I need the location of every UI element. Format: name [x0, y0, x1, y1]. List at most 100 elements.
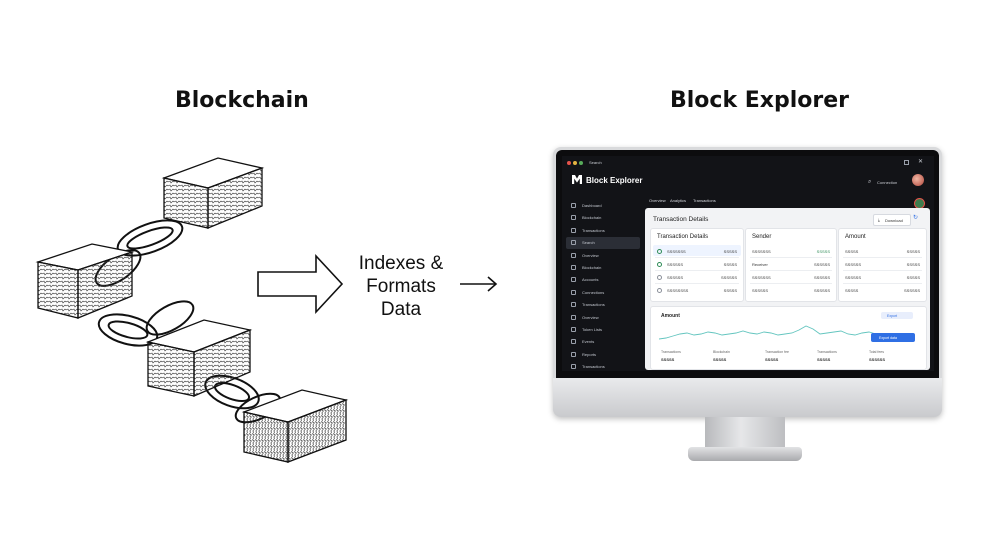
sidebar-item-4[interactable]: Overview: [566, 250, 640, 262]
list-icon: [571, 227, 576, 233]
card-cell-key: SSSSS: [845, 288, 859, 293]
card-cell-value: SSSSS: [906, 262, 920, 267]
sidebar-item-label: Blockchain: [582, 215, 602, 221]
card-cell-value: SSSSS: [723, 288, 737, 293]
footer-value: SSSSS: [713, 357, 727, 362]
tab-analytics[interactable]: Analytics: [670, 198, 687, 203]
sidebar-item-label: Search: [582, 240, 595, 246]
user-icon: [571, 277, 576, 283]
small-arrow-icon: [460, 276, 498, 292]
sidebar-item-6[interactable]: Accounts: [566, 274, 640, 286]
footer-label: Transactions: [661, 350, 681, 354]
footer-label: Total fees: [869, 350, 884, 354]
blockchain-title: Blockchain: [175, 88, 309, 113]
cube-icon: [571, 215, 576, 221]
search-icon: [571, 240, 576, 246]
maximize-dot[interactable]: [579, 161, 583, 165]
minimize-dot[interactable]: [573, 161, 577, 165]
card-cell-key: SSSSSSS: [667, 249, 686, 254]
user-name: Connection: [877, 180, 898, 185]
check-circle-icon: [657, 261, 662, 267]
card-cell-key: SSSSS: [845, 249, 859, 254]
grid-icon: [571, 314, 576, 320]
sidebar-item-9[interactable]: Overview: [566, 312, 640, 324]
block-explorer-title: Block Explorer: [670, 88, 849, 113]
card-cell-value: SSSSSS: [903, 288, 920, 293]
card-cell-key: SSSSSS: [845, 275, 862, 280]
chart-title: Amount: [661, 313, 680, 319]
refresh-icon[interactable]: ↻: [913, 215, 919, 221]
download-label: Download: [885, 218, 903, 223]
footer-label: Transaction fee: [765, 350, 789, 354]
chain-links: [94, 219, 282, 424]
card-cell-key: SSSSSSSS: [667, 288, 689, 293]
block-4: [241, 389, 349, 463]
block-3: [145, 319, 253, 397]
cube-icon: [571, 265, 576, 270]
sidebar-item-2[interactable]: Transactions: [566, 225, 640, 237]
chart-export-label: Export: [887, 313, 898, 318]
row-divider: [750, 283, 832, 284]
search-icon[interactable]: ⌕: [868, 179, 872, 185]
card-cell-value: SSSSSS: [813, 262, 830, 267]
card-cell-key: SSSSSS: [667, 262, 684, 267]
footer-value: SSSSS: [817, 357, 831, 362]
sidebar-item-13[interactable]: Transactions: [566, 361, 640, 371]
hollow-arrow-icon: [257, 253, 344, 315]
sidebar-item-3[interactable]: Search: [566, 237, 640, 250]
card-cell-value: SSSSS: [723, 249, 737, 254]
sidebar-item-label: Token Lists: [582, 327, 603, 332]
tab-overview[interactable]: Overview: [649, 198, 666, 203]
row-divider: [655, 270, 739, 271]
footer-label: Transactions: [817, 350, 837, 354]
card-cell-value: SSSSS: [906, 249, 920, 254]
sidebar-item-1[interactable]: Blockchain: [566, 212, 640, 224]
row-divider: [843, 283, 922, 284]
tab-transactions[interactable]: Transactions: [693, 198, 716, 203]
card-cell-key: Receiver: [752, 262, 768, 267]
sidebar-item-8[interactable]: Transactions: [566, 299, 640, 311]
footer-value: SSSSSS: [869, 357, 886, 362]
monitor-chin: [553, 378, 942, 417]
link-icon: [571, 289, 576, 295]
export-data-button[interactable]: Export data: [871, 333, 915, 342]
block-2: [35, 243, 135, 319]
window-close-icon[interactable]: ✕: [918, 159, 924, 165]
chart-export-button[interactable]: Export: [881, 312, 913, 319]
sidebar-item-label: Events: [582, 339, 595, 345]
sidebar-item-label: Blockchain: [582, 265, 602, 270]
card-cell-value: SSSSSS: [720, 275, 737, 280]
sidebar-item-label: Connections: [582, 289, 605, 295]
card-cell-value: SSSSS: [723, 262, 737, 267]
card-cell-key: SSSSSSS: [752, 275, 771, 280]
close-dot[interactable]: [567, 161, 571, 165]
sidebar-item-5[interactable]: Blockchain: [566, 262, 640, 274]
window-label: Search: [589, 160, 602, 165]
panel-title: Transaction Details: [653, 216, 709, 223]
sidebar-item-12[interactable]: Reports: [566, 349, 640, 361]
sidebar-item-label: Reports: [582, 351, 597, 357]
download-button[interactable]: ⤓ Download: [873, 214, 911, 226]
export-data-label: Export data: [879, 335, 897, 340]
app-name: Block Explorer: [586, 176, 643, 185]
window-square-icon[interactable]: [904, 160, 909, 165]
sidebar-item-label: Dashboard: [582, 203, 602, 208]
row-divider: [843, 257, 922, 258]
avatar[interactable]: [912, 174, 924, 186]
bell-icon: [571, 339, 576, 345]
sidebar-item-10[interactable]: Token Lists: [566, 324, 640, 336]
sidebar-item-label: Accounts: [582, 277, 599, 283]
row-divider: [843, 270, 922, 271]
sidebar-item-0[interactable]: Dashboard: [566, 200, 640, 212]
sidebar-item-label: Overview: [582, 314, 599, 320]
footer-value: SSSSS: [765, 357, 779, 362]
sidebar-item-7[interactable]: Connections: [566, 287, 640, 299]
explorer-logo-icon: [572, 175, 582, 184]
sidebar-item-11[interactable]: Events: [566, 336, 640, 348]
selected-row[interactable]: [653, 245, 741, 256]
